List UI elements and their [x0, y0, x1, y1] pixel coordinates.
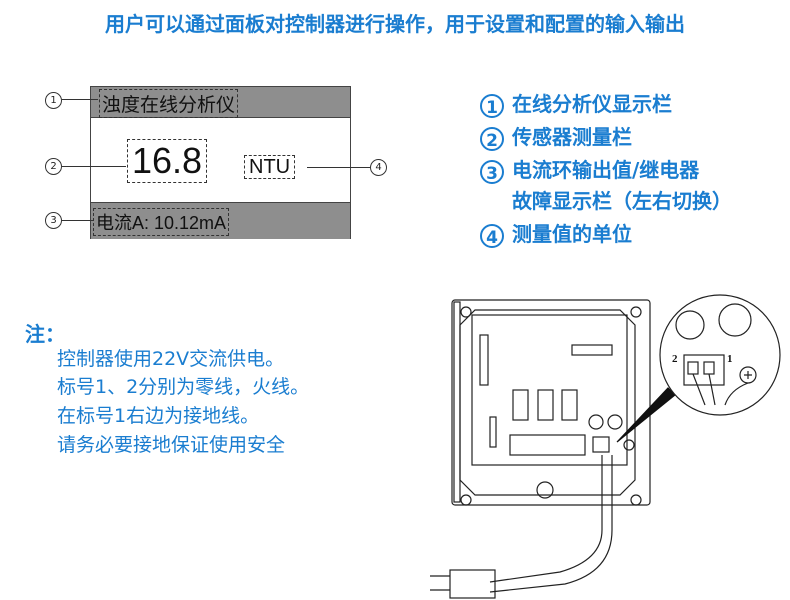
power-cable: [489, 455, 613, 593]
legend-item-3-cont: 故障显示栏（左右切换）: [512, 189, 732, 213]
measured-unit: NTU: [244, 155, 296, 179]
note-line-3: 在标号1右边为接地线。: [57, 405, 260, 427]
header-bar: 浊度在线分析仪: [91, 87, 350, 118]
note-line-1: 控制器使用22V交流供电。: [57, 348, 285, 370]
measured-value: 16.8: [127, 139, 208, 183]
display-footer: 电流A: 10.12mA: [93, 208, 230, 236]
note-line-2: 标号1、2分别为零线，火线。: [57, 376, 310, 398]
callout-1: 1: [45, 92, 62, 109]
relay-terminals: [509, 434, 586, 456]
note-line-4: 请务必要接地保证使用安全: [57, 434, 286, 456]
power-terminal: [592, 436, 610, 453]
controller-housing: [451, 299, 651, 506]
analyzer-display: 浊度在线分析仪 16.8 NTU 电流A: 10.12mA: [90, 86, 351, 239]
terminal-block: [683, 354, 725, 386]
display-header: 浊度在线分析仪: [99, 89, 239, 118]
inner-frame: [459, 309, 636, 496]
callout-4: 4: [370, 159, 387, 176]
callout-3: 3: [45, 212, 62, 229]
callout-2: 2: [45, 158, 62, 175]
terminal-label-2: 2: [672, 353, 678, 365]
terminal-label-1: 1: [727, 353, 733, 365]
wiring-illustration: 2 1: [430, 294, 781, 599]
ground-screw-icon: [623, 439, 635, 451]
circuit-board: [471, 314, 628, 466]
note-label: 注：: [25, 322, 65, 346]
page-title: 用户可以通过面板对控制器进行操作，用于设置和配置的输入输出: [105, 12, 685, 36]
footer-bar: 电流A: 10.12mA: [91, 202, 350, 239]
power-plug: [449, 569, 496, 599]
